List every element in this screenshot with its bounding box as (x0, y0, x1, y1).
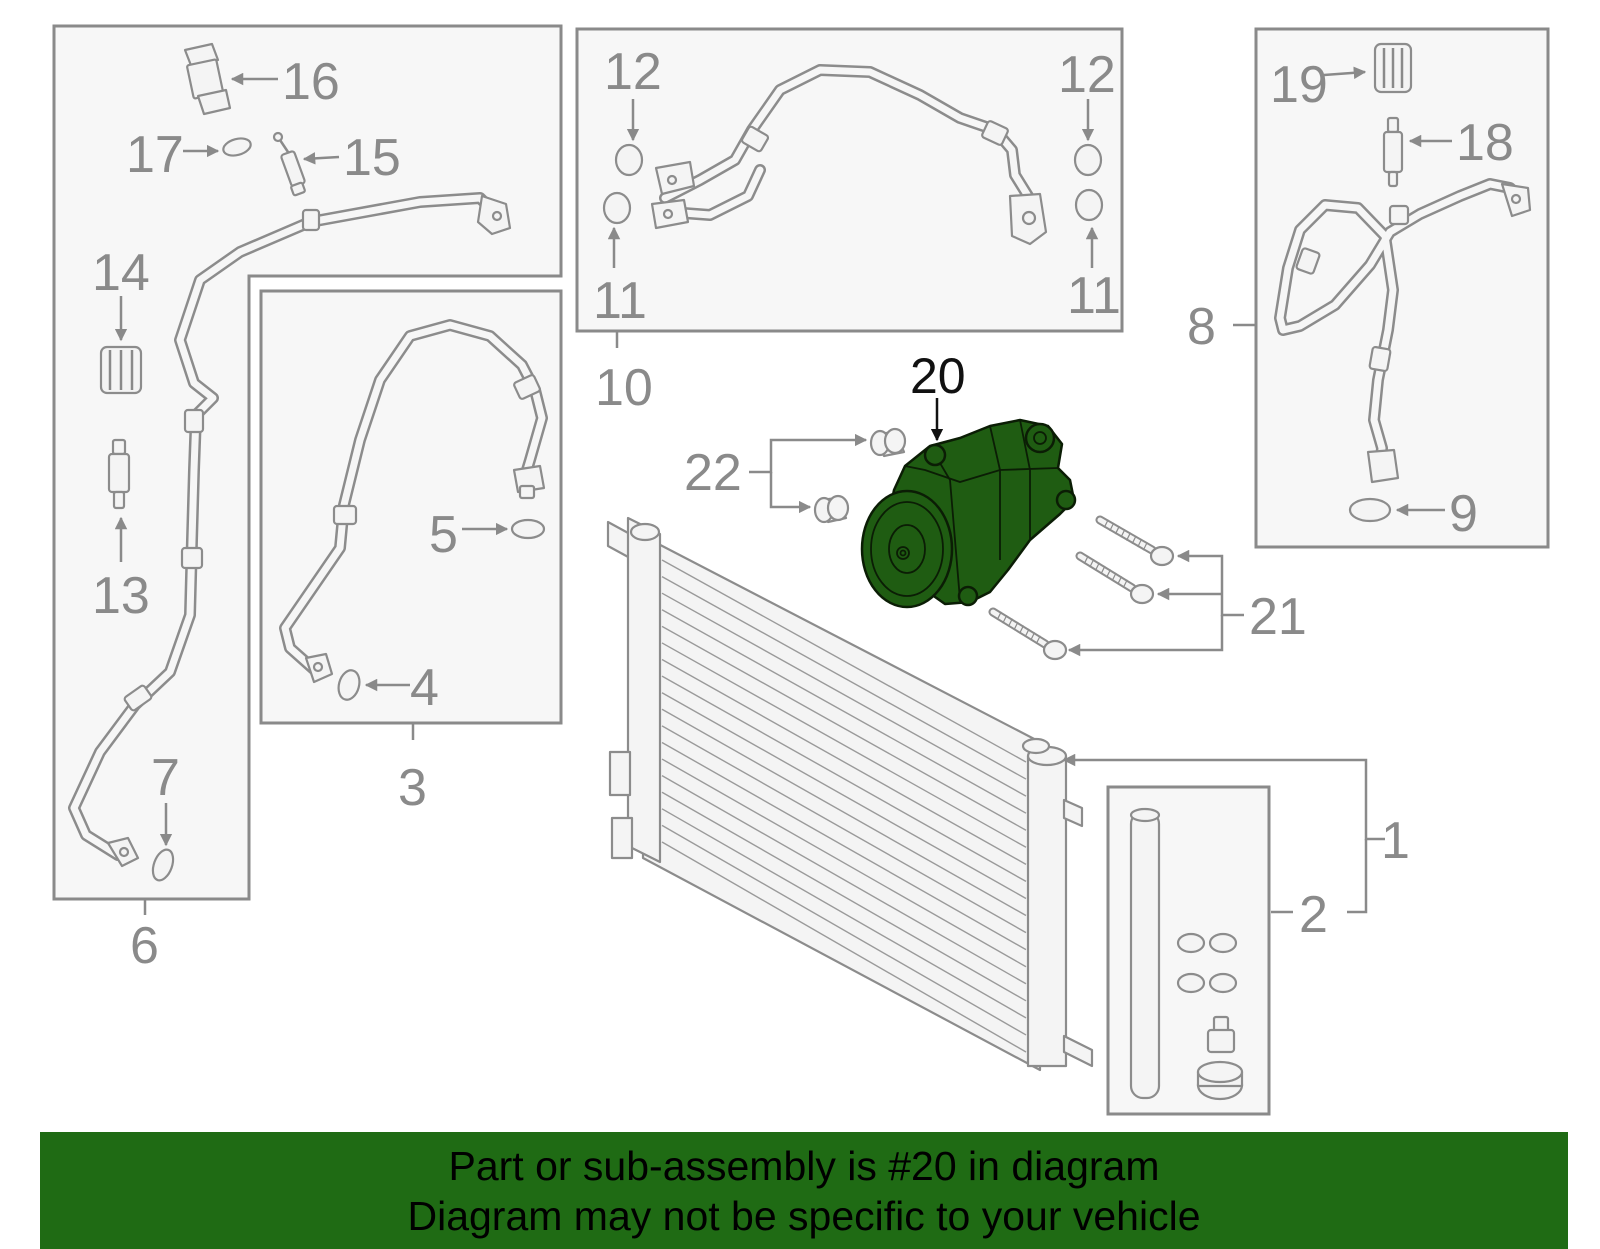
part-18-valve-core (1382, 116, 1404, 188)
part-1-condenser (606, 516, 1094, 1072)
part-21-bolts (988, 515, 1175, 661)
condenser-fin (661, 592, 1027, 797)
condenser-fin (661, 575, 1027, 780)
bolt (1095, 515, 1175, 567)
callout-1: 1 (1381, 812, 1410, 870)
callout-11-left: 11 (593, 272, 647, 330)
condenser-fin (661, 642, 1027, 848)
condenser-fin (661, 758, 1027, 968)
part-20-ac-compressor (860, 418, 1077, 609)
group-box-8: 19 18 9 8 (1187, 27, 1550, 549)
callout-14: 14 (92, 244, 150, 302)
group-box-10: 12 12 11 11 10 (575, 27, 1124, 417)
condenser-fin (661, 808, 1027, 1019)
callout-15: 15 (343, 129, 401, 187)
condenser-fin (661, 675, 1027, 883)
condenser-fin (661, 692, 1027, 900)
callout-22: 22 (684, 444, 742, 502)
callout-20: 20 (910, 348, 966, 404)
bolt (1075, 551, 1155, 605)
condenser-fin (661, 841, 1027, 1053)
callout-12-left: 12 (604, 43, 662, 101)
part-19-valve-cap (1373, 42, 1413, 94)
condenser-fin (661, 658, 1027, 865)
notice-banner: Part or sub-assembly is #20 in diagram D… (40, 1132, 1568, 1249)
callout-6: 6 (130, 917, 159, 975)
banner-line-2: Diagram may not be specific to your vehi… (407, 1192, 1201, 1239)
callout-9: 9 (1449, 485, 1478, 543)
callout-12-right: 12 (1058, 46, 1116, 104)
group-box-2 (1106, 785, 1271, 1116)
callout-21: 21 (1249, 588, 1307, 646)
condenser-fin (661, 775, 1027, 985)
callout-13: 13 (92, 567, 150, 625)
condenser-fin (661, 559, 1027, 763)
callout-5: 5 (429, 506, 458, 564)
bolt (988, 607, 1068, 661)
condenser-fin (661, 625, 1027, 831)
callout-19: 19 (1270, 56, 1328, 114)
part-22-bushings (813, 427, 907, 524)
group-box-6: 16 17 15 14 13 7 6 (52, 24, 563, 975)
condenser-fin (661, 708, 1027, 917)
callout-8: 8 (1187, 298, 1216, 356)
callout-17: 17 (126, 126, 184, 184)
condenser-fin (661, 824, 1027, 1036)
condenser-fin (661, 609, 1027, 814)
callout-4: 4 (410, 659, 439, 717)
callout-16: 16 (282, 53, 340, 111)
part-16-pressure-switch (183, 42, 232, 116)
callout-7: 7 (151, 749, 180, 807)
callout-11-right: 11 (1067, 267, 1121, 325)
callout-2: 2 (1299, 886, 1328, 944)
callout-18: 18 (1456, 114, 1514, 172)
banner-line-1: Part or sub-assembly is #20 in diagram (448, 1142, 1160, 1189)
part-14-valve-cap (99, 345, 143, 395)
part-15-service-valve (272, 131, 306, 197)
condenser-fin (661, 791, 1027, 1002)
callout-3: 3 (398, 759, 427, 817)
condenser-fin (661, 741, 1027, 951)
group-box-3: 4 5 3 (259, 289, 563, 817)
part-13-valve-core (107, 438, 131, 510)
condenser-fin (661, 725, 1027, 934)
callout-10: 10 (595, 359, 653, 417)
